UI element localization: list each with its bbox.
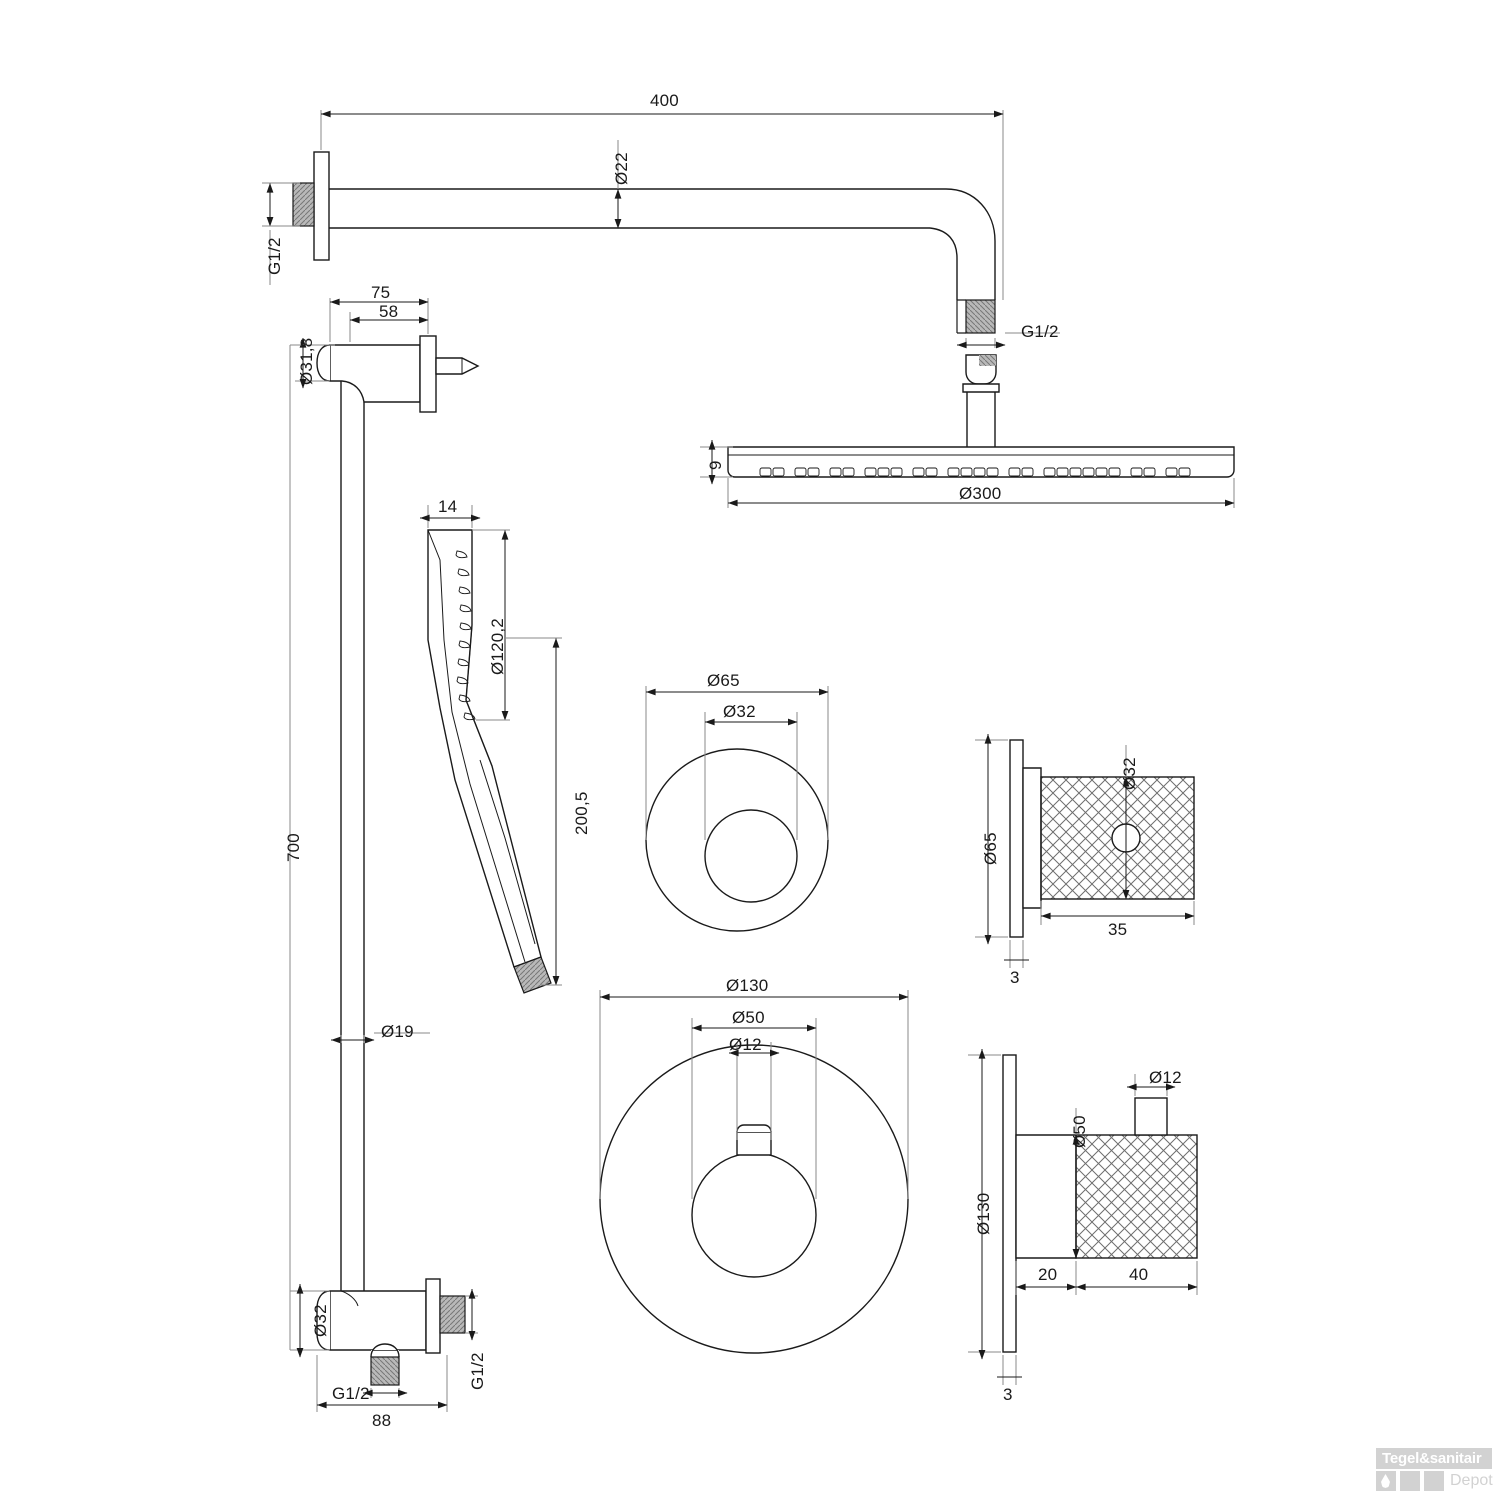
logo-brand-text: Tegel&sanitair — [1382, 1450, 1482, 1467]
dim-head-thickness: 9 — [706, 460, 725, 470]
dim-valve-large-lever: Ø12 — [729, 1035, 762, 1054]
dim-arm-tube-dia: Ø22 — [612, 152, 631, 185]
dim-valve-large-knob-len: 40 — [1129, 1265, 1149, 1284]
dim-riser-dia: Ø19 — [381, 1022, 414, 1041]
dim-valve-small-plate-side: Ø65 — [981, 832, 1000, 865]
dim-outlet-dia: Ø32 — [311, 1304, 330, 1337]
dim-valve-large-lever-side: Ø12 — [1149, 1068, 1182, 1087]
dim-head-dia: Ø300 — [959, 484, 1002, 503]
dim-outlet-thread-side: G1/2 — [468, 1352, 487, 1390]
dim-arm-head-thread: G1/2 — [1021, 322, 1059, 341]
dim-valve-small-plate-thk: 3 — [1010, 968, 1020, 987]
dim-valve-large-base: 20 — [1038, 1265, 1058, 1284]
logo-depot-text: Depot — [1450, 1472, 1493, 1489]
dim-bracket-total: 75 — [371, 283, 391, 302]
dim-valve-large-plate: Ø130 — [726, 976, 769, 995]
dim-outlet-thread-bottom: G1/2 — [332, 1384, 370, 1403]
dim-arm-length: 400 — [650, 91, 679, 110]
dim-handshower-face: Ø120,2 — [488, 618, 507, 675]
dim-handshower-length: 200,5 — [572, 791, 591, 835]
dim-valve-small-depth: 35 — [1108, 920, 1128, 939]
logo-square-2 — [1400, 1471, 1420, 1491]
dim-valve-large-plate-side: Ø130 — [974, 1192, 993, 1235]
logo-square-3 — [1424, 1471, 1444, 1491]
dim-bracket-dia: Ø31,8 — [297, 337, 316, 385]
dim-valve-small-knob-side: Ø32 — [1120, 757, 1139, 790]
dim-valve-large-plate-thk: 3 — [1003, 1385, 1013, 1404]
dim-valve-small-plate: Ø65 — [707, 671, 740, 690]
dim-valve-small-knob: Ø32 — [723, 702, 756, 721]
water-drop-icon — [1381, 1474, 1390, 1488]
dim-handshower-width: 14 — [438, 497, 458, 516]
dim-valve-large-knob-side: Ø50 — [1070, 1115, 1089, 1148]
dim-riser-height: 700 — [284, 833, 303, 862]
logo-brand-bar: Tegel&sanitair — [1376, 1448, 1492, 1469]
dim-valve-large-knob: Ø50 — [732, 1008, 765, 1027]
brand-logo: Tegel&sanitair Depot — [1368, 1448, 1493, 1492]
dim-bracket-inner: 58 — [379, 302, 399, 321]
dim-arm-wall-thread: G1/2 — [265, 237, 284, 275]
dim-outlet-length: 88 — [372, 1411, 392, 1430]
